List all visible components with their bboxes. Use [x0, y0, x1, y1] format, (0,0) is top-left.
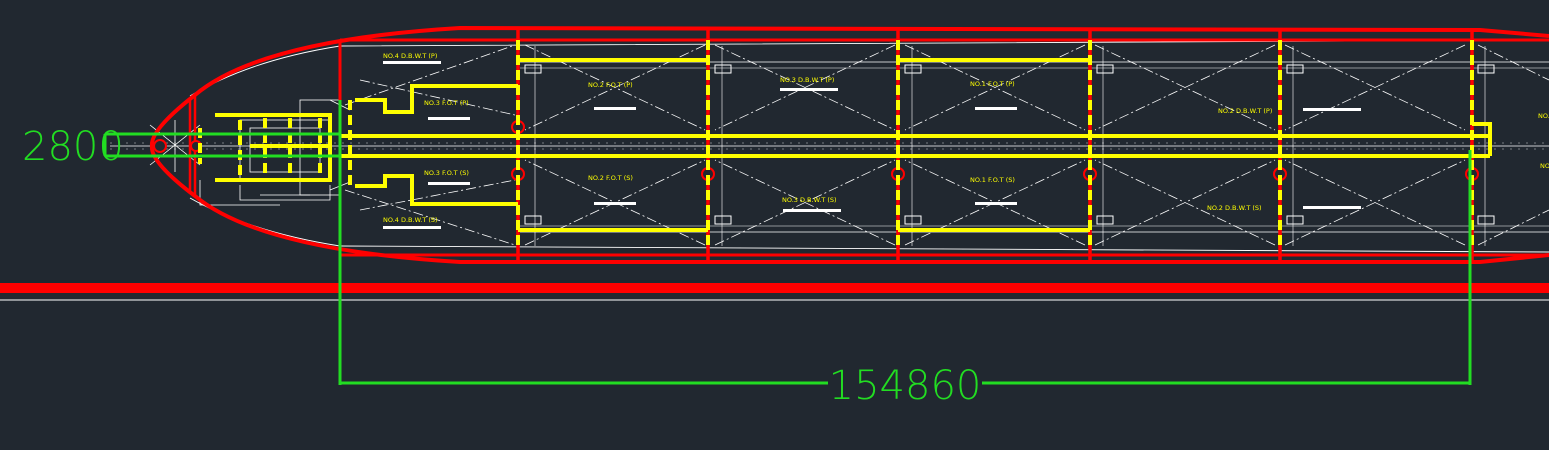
tank-label-no1-fot-s: NO.1 F.O.T (S): [970, 176, 1015, 184]
label-bars: [383, 61, 1361, 229]
height-dimension-label: 2800: [22, 124, 124, 170]
tank-label-no3-dbwt-p: NO.3 D.B.W.T (P): [780, 76, 834, 84]
tank-label-no3-fot-s: NO.3 F.O.T (S): [424, 169, 469, 177]
tank-label-no1-s: NO.: [1540, 162, 1549, 170]
tank-label-no2-fot-s: NO.2 F.O.T (S): [588, 174, 633, 182]
length-dimension-label: 154860: [829, 363, 982, 409]
tank-label-no1-fot-p: NO.1 F.O.T (P): [970, 80, 1015, 88]
tank-label-no3-fot-p: NO.3 F.O.T (P): [424, 99, 469, 107]
hull-outline: [0, 25, 1549, 293]
tank-label-no2-dbwt-s: NO.2 D.B.W.T (S): [1207, 204, 1262, 212]
tank-boundaries-dashed: [198, 40, 1474, 250]
tank-label-no2-fot-p: NO.2 F.O.T (P): [588, 81, 633, 89]
tank-label-no3-dbwt-s: NO.3 D.B.W.T (S): [782, 196, 837, 204]
tank-label-no1-p: NO.: [1538, 112, 1549, 120]
tank-label-no4-dbwt-p: NO.4 D.B.W.T (P): [383, 52, 437, 60]
tank-boundaries: [215, 58, 1492, 232]
tank-fittings: [524, 64, 1495, 225]
tank-label-no4-dbwt-s: NO.4 D.B.W.T (S): [383, 216, 438, 224]
tank-label-no2-dbwt-p: NO.2 D.B.W.T (P): [1218, 107, 1272, 115]
dimension-lines: [103, 100, 1472, 385]
